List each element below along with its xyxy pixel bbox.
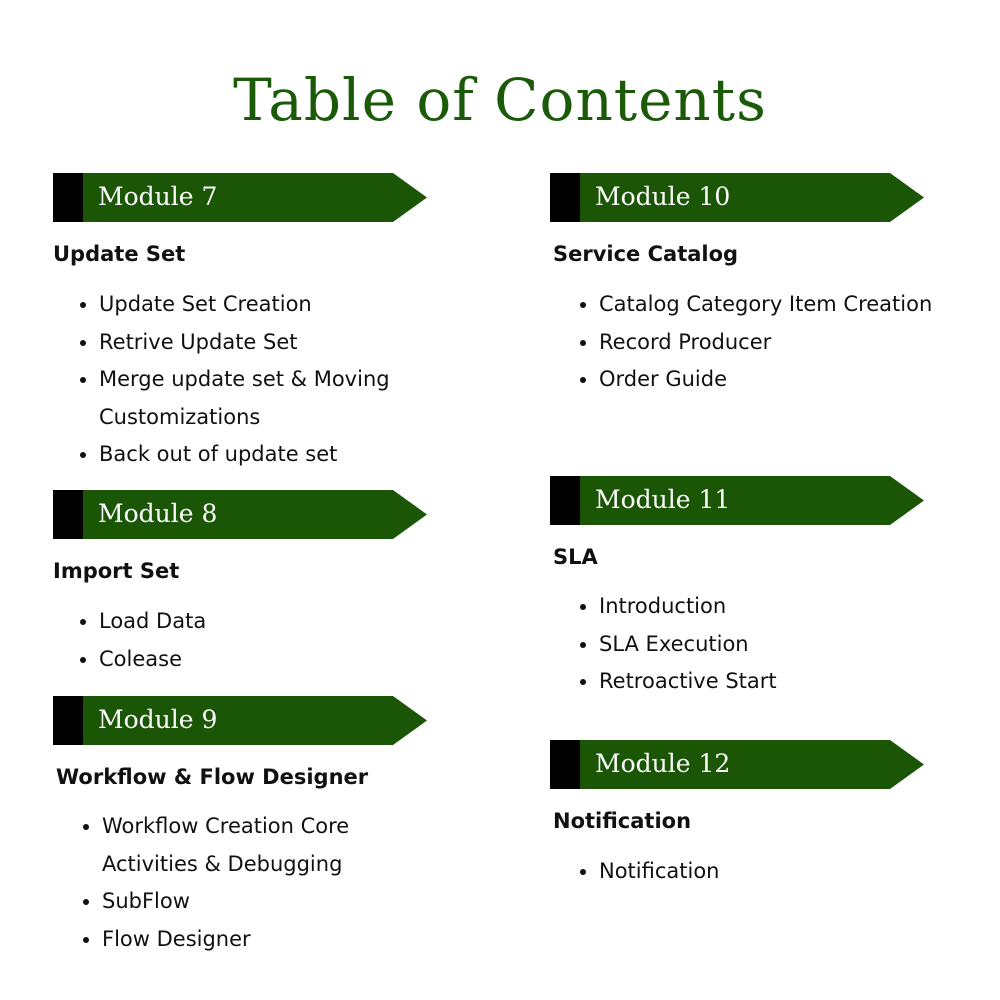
list-item: Colease <box>99 641 439 679</box>
module-label: Module 10 <box>595 182 731 211</box>
module-label: Module 11 <box>595 485 731 514</box>
list-item: Workflow Creation Core Activities & Debu… <box>102 808 442 883</box>
list-item: SLA Execution <box>599 626 939 664</box>
list-item: Back out of update set <box>99 436 439 474</box>
topic-list: Workflow Creation Core Activities & Debu… <box>56 808 442 958</box>
module-label: Module 12 <box>595 749 731 778</box>
list-item: Catalog Category Item Creation <box>599 286 939 324</box>
section-heading: Workflow & Flow Designer <box>56 765 369 789</box>
module-banner: Module 10 <box>550 173 924 222</box>
banner-black-tab <box>550 740 580 789</box>
section-heading: Notification <box>553 809 692 833</box>
list-item: Retrive Update Set <box>99 324 439 362</box>
module-banner: Module 12 <box>550 740 924 789</box>
topic-list: Update Set CreationRetrive Update SetMer… <box>53 286 439 474</box>
list-item: Update Set Creation <box>99 286 439 324</box>
module-banner: Module 8 <box>53 490 427 539</box>
module-banner: Module 11 <box>550 476 924 525</box>
topic-list: Load DataColease <box>53 603 439 678</box>
topic-list: Notification <box>553 853 939 891</box>
banner-black-tab <box>53 173 83 222</box>
banner-arrow <box>83 173 427 222</box>
banner-arrow <box>580 173 924 222</box>
module-label: Module 8 <box>98 499 218 528</box>
banner-black-tab <box>53 490 83 539</box>
section-heading: Import Set <box>53 559 180 583</box>
list-item: Merge update set & Moving Customizations <box>99 361 439 436</box>
section-heading: Service Catalog <box>553 242 739 266</box>
module-banner: Module 7 <box>53 173 427 222</box>
banner-black-tab <box>53 696 83 745</box>
list-item: SubFlow <box>102 883 442 921</box>
module-banner: Module 9 <box>53 696 427 745</box>
page-title: Table of Contents <box>233 66 767 134</box>
topic-list: Catalog Category Item CreationRecord Pro… <box>553 286 939 399</box>
banner-arrow <box>580 476 924 525</box>
banner-arrow <box>83 696 427 745</box>
module-label: Module 9 <box>98 705 218 734</box>
section-heading: Update Set <box>53 242 186 266</box>
banner-arrow <box>580 740 924 789</box>
banner-black-tab <box>550 173 580 222</box>
list-item: Order Guide <box>599 361 939 399</box>
section-heading: SLA <box>553 545 598 569</box>
list-item: Load Data <box>99 603 439 641</box>
list-item: Retroactive Start <box>599 663 939 701</box>
banner-arrow <box>83 490 427 539</box>
banner-black-tab <box>550 476 580 525</box>
list-item: Record Producer <box>599 324 939 362</box>
list-item: Flow Designer <box>102 921 442 959</box>
list-item: Notification <box>599 853 939 891</box>
list-item: Introduction <box>599 588 939 626</box>
module-label: Module 7 <box>98 182 218 211</box>
topic-list: IntroductionSLA ExecutionRetroactive Sta… <box>553 588 939 701</box>
